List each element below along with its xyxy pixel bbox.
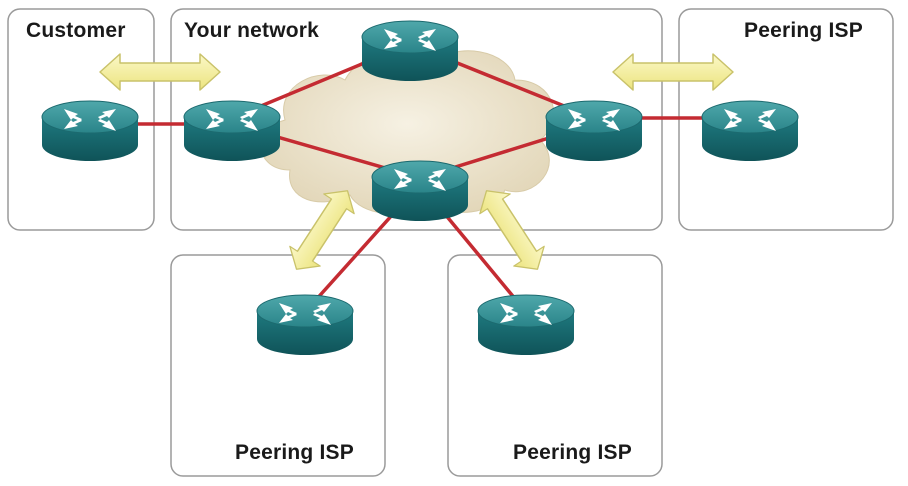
your-network-label: Your network — [184, 19, 320, 42]
router-icon — [477, 294, 575, 356]
router-icon — [701, 100, 799, 162]
double-arrow-icon — [612, 53, 734, 91]
peering-isp-right-label: Peering ISP — [744, 19, 863, 42]
customer-label: Customer — [26, 19, 126, 42]
router-icon — [545, 100, 643, 162]
router-icon — [371, 160, 469, 222]
peering-isp-bottom-left-label: Peering ISP — [235, 441, 354, 464]
router-icon — [41, 100, 139, 162]
router-icon — [183, 100, 281, 162]
router-icon — [361, 20, 459, 82]
double-arrow-icon — [99, 53, 221, 91]
router-icon — [256, 294, 354, 356]
peering-isp-bottom-right-label: Peering ISP — [513, 441, 632, 464]
